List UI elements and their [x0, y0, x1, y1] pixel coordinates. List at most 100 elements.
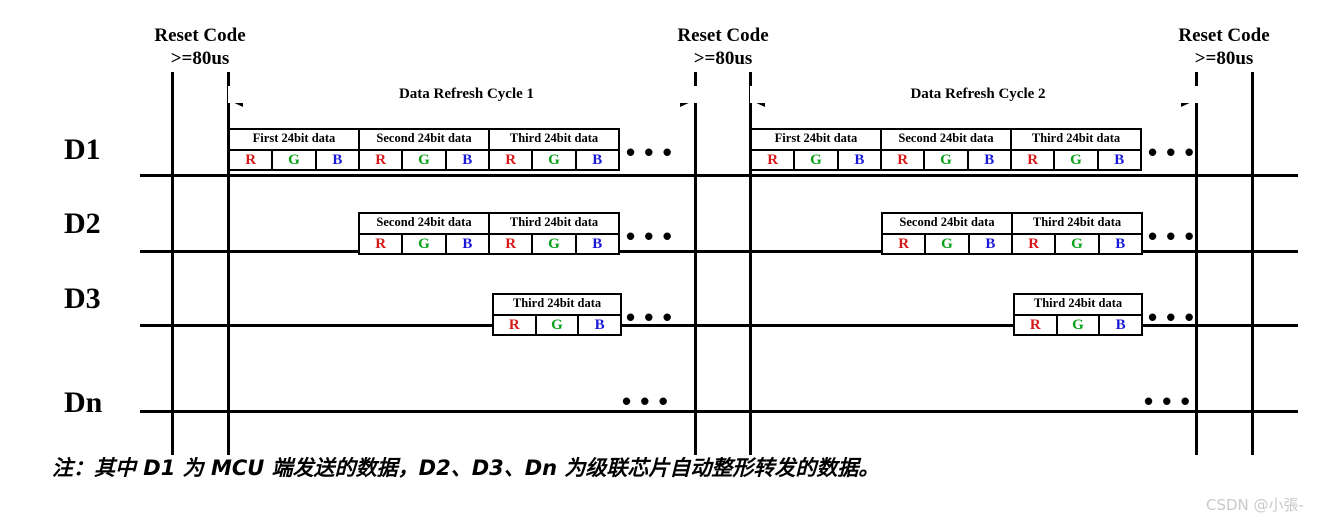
continuation-dots: • • •: [626, 137, 674, 167]
reset-code-title: Reset Code: [1178, 25, 1270, 46]
rgb-cell-r: R: [1015, 316, 1058, 334]
packet-header-cell: First 24bit data: [752, 130, 882, 149]
channel-label-d3: D3: [64, 282, 101, 315]
rgb-cell-g: G: [795, 151, 839, 169]
reset-code-duration: >=80us: [1194, 48, 1254, 69]
rgb-cell-b: B: [592, 152, 603, 168]
rgb-cell-b: B: [1115, 317, 1126, 333]
data-refresh-cycle-2: Data Refresh Cycle 2: [750, 86, 1206, 112]
channel-baseline-dn: [140, 410, 1298, 413]
diagram-caption: 注：其中 D1 为 MCU 端发送的数据，D2、D3、Dn 为级联芯片自动整形转…: [52, 456, 880, 480]
packet-header-cell: Third 24bit data: [1031, 131, 1121, 145]
rgb-cell-b: B: [839, 151, 882, 169]
reset-boundary-line-2: [227, 72, 230, 455]
packet-header-cell: Second 24bit data: [883, 214, 1013, 233]
packet-header-cell: Third 24bit data: [509, 215, 599, 229]
continuation-dots: • • •: [1148, 221, 1196, 251]
reset-boundary-line-5: [1195, 72, 1198, 455]
packet-header-row: Second 24bit data Third 24bit data: [360, 214, 618, 233]
csdn-watermark: CSDN @小張-: [1206, 496, 1304, 514]
rgb-cell-b: B: [447, 151, 490, 169]
rgb-cell-b: B: [594, 317, 605, 333]
rgb-cell-b: B: [317, 151, 360, 169]
packet-header-cell: Second 24bit data: [360, 214, 490, 233]
rgb-cell-g: G: [273, 151, 317, 169]
continuation-dots: • • •: [626, 302, 674, 332]
rgb-cell-r: R: [490, 151, 534, 169]
rgb-cell-g: G: [533, 151, 577, 169]
reset-boundary-line-3: [694, 72, 697, 455]
channel-label-d1: D1: [64, 133, 101, 166]
packet-header-row: Third 24bit data: [494, 295, 620, 314]
continuation-dots: • • •: [626, 221, 674, 251]
packet-header-cell: Third 24bit data: [1033, 296, 1123, 310]
channel-label-d2: D2: [64, 207, 101, 240]
packet-header-cell: Second 24bit data: [882, 130, 1012, 149]
channel-label-dn: Dn: [64, 386, 103, 419]
data-refresh-cycle-1: Data Refresh Cycle 1: [228, 86, 705, 112]
reset-code-label-3: Reset Code>=80us: [1144, 24, 1304, 70]
rgb-cell-g: G: [1056, 235, 1100, 253]
rgb-cell-r: R: [360, 235, 404, 253]
packet-header-cell: Third 24bit data: [509, 131, 599, 145]
reset-code-title: Reset Code: [154, 25, 246, 46]
channel-baseline-d2: [140, 250, 1298, 253]
rgb-cell-r: R: [230, 151, 274, 169]
reset-boundary-line-1: [171, 72, 174, 455]
rgb-cell-r: R: [752, 151, 796, 169]
reset-code-duration: >=80us: [693, 48, 753, 69]
rgb-cell-r: R: [883, 235, 927, 253]
packet-header-cell: First 24bit data: [230, 130, 360, 149]
rgb-cell-g: G: [537, 316, 580, 334]
rgb-cell-b: B: [970, 235, 1013, 253]
packet-header-cell: Third 24bit data: [512, 296, 602, 310]
continuation-dots: • • •: [1148, 137, 1196, 167]
packet-header-row: Second 24bit data Third 24bit data: [883, 214, 1141, 233]
rgb-cell-g: G: [926, 235, 970, 253]
rgb-cell-b: B: [1114, 152, 1125, 168]
continuation-dots: • • •: [1144, 386, 1192, 416]
rgb-cell-r: R: [1013, 235, 1057, 253]
rgb-cell-b: B: [969, 151, 1012, 169]
rgb-cell-r: R: [1012, 151, 1056, 169]
rgb-cell-g: G: [1055, 151, 1099, 169]
rgb-cell-r: R: [882, 151, 926, 169]
reset-code-label-2: Reset Code>=80us: [643, 24, 803, 70]
rgb-cell-r: R: [360, 151, 404, 169]
packet-header-cell: Second 24bit data: [360, 130, 490, 149]
cycle-label: Data Refresh Cycle 1: [228, 86, 705, 103]
rgb-cell-r: R: [490, 235, 534, 253]
rgb-cell-b: B: [592, 236, 603, 252]
rgb-cell-g: G: [403, 151, 447, 169]
continuation-dots: • • •: [1148, 302, 1196, 332]
rgb-cell-g: G: [1058, 316, 1101, 334]
continuation-dots: • • •: [622, 386, 670, 416]
reset-code-title: Reset Code: [677, 25, 769, 46]
reset-code-label-1: Reset Code>=80us: [120, 24, 280, 70]
reset-code-duration: >=80us: [170, 48, 230, 69]
channel-baseline-d3: [140, 324, 1298, 327]
rgb-cell-g: G: [925, 151, 969, 169]
rgb-cell-b: B: [1115, 236, 1126, 252]
cycle-label: Data Refresh Cycle 2: [750, 86, 1206, 103]
packet-header-cell: Third 24bit data: [1032, 215, 1122, 229]
rgb-cell-g: G: [533, 235, 577, 253]
packet-header-row: Third 24bit data: [1015, 295, 1141, 314]
channel-baseline-d1: [140, 174, 1298, 177]
reset-boundary-line-6: [1251, 72, 1254, 455]
rgb-cell-b: B: [447, 235, 490, 253]
